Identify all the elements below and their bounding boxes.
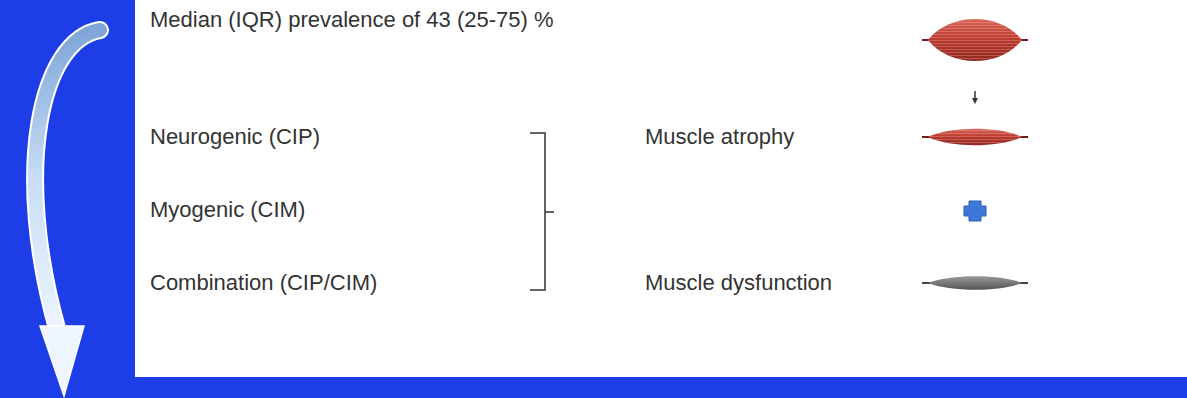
type-label: Combination (CIP/CIM) — [150, 270, 377, 296]
prevalence-note: Median (IQR) prevalence of 43 (25-75) % — [150, 7, 554, 33]
type-label: Neurogenic (CIP) — [150, 124, 320, 150]
muscle-healthy — [922, 19, 1028, 61]
plus-symbol — [964, 201, 986, 221]
outcome-label: Muscle atrophy — [645, 124, 794, 150]
bracket — [530, 133, 554, 290]
type-label: Myogenic (CIM) — [150, 197, 305, 223]
down-arrow — [972, 91, 978, 104]
muscle-atrophy — [922, 129, 1028, 146]
outcome-label: Muscle dysfunction — [645, 270, 832, 296]
muscle-dysfunction — [922, 276, 1028, 290]
panel — [135, 0, 1187, 377]
curved-arrow — [35, 30, 100, 396]
